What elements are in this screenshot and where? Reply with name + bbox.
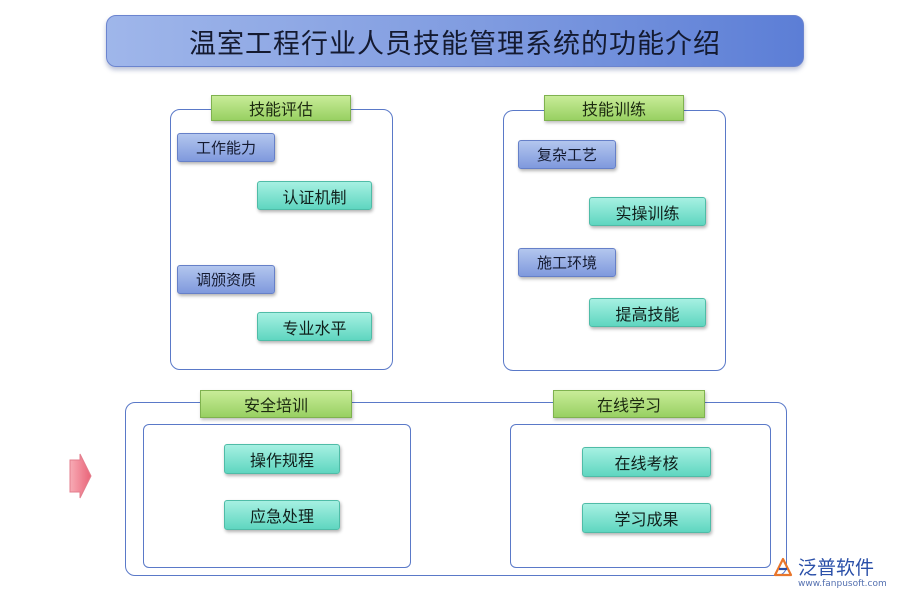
- section-header-skill-eval: 技能评估: [211, 95, 351, 121]
- node-complex-process: 复杂工艺: [518, 140, 616, 169]
- page-title: 温室工程行业人员技能管理系统的功能介绍: [106, 15, 804, 67]
- section-header-skill-train: 技能训练: [544, 95, 684, 121]
- node-professional-level: 专业水平: [257, 312, 372, 341]
- fanpu-logo-icon: [773, 557, 793, 577]
- frame-online: [510, 424, 771, 568]
- brand-logo: 泛普软件 www.fanpusoft.com: [771, 553, 896, 597]
- node-learning-results: 学习成果: [582, 503, 711, 533]
- node-certification: 认证机制: [257, 181, 372, 210]
- section-header-safety: 安全培训: [200, 390, 352, 418]
- node-practical-training: 实操训练: [589, 197, 706, 226]
- logo-url: www.fanpusoft.com: [798, 579, 887, 589]
- node-work-ability: 工作能力: [177, 133, 275, 162]
- node-improve-skills: 提高技能: [589, 298, 706, 327]
- logo-name: 泛普软件: [798, 557, 875, 579]
- node-online-exam: 在线考核: [582, 447, 711, 477]
- node-emergency-handling: 应急处理: [224, 500, 340, 530]
- node-construction-env: 施工环境: [518, 248, 616, 277]
- node-operating-procedure: 操作规程: [224, 444, 340, 474]
- right-arrow-icon: [69, 453, 92, 499]
- node-qualification: 调颁资质: [177, 265, 275, 294]
- section-header-online: 在线学习: [553, 390, 705, 418]
